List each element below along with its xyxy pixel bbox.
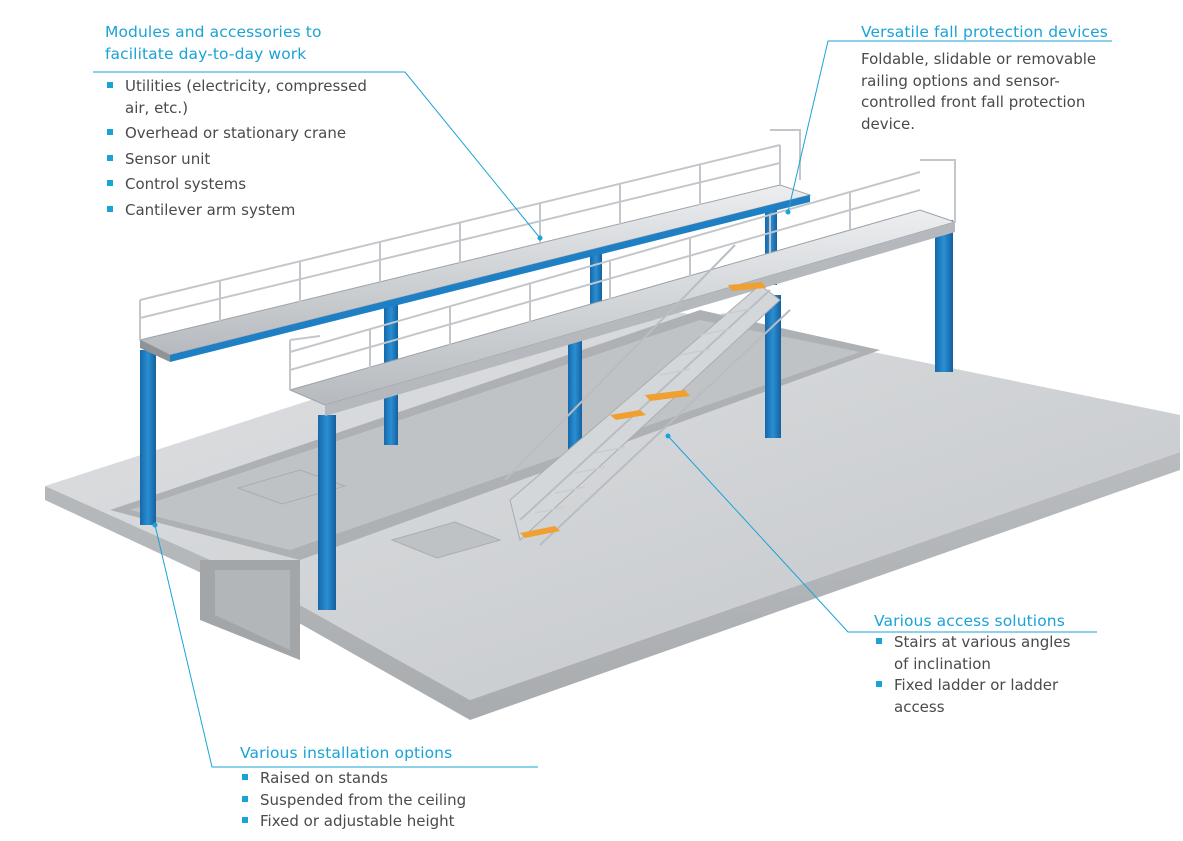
- bullet-icon: [107, 129, 113, 135]
- body-line: railing options and sensor-: [861, 71, 1060, 90]
- callout-modules-title-line: Modules and accessories to: [105, 23, 322, 41]
- list-item: Utilities (electricity, compressed: [105, 74, 395, 100]
- list-item: Fixed ladder or ladder: [874, 675, 1104, 697]
- leader-installation: [154, 524, 538, 768]
- list-item: Raised on stands: [240, 768, 540, 790]
- leader-modules: [93, 71, 541, 239]
- list-item: Control systems: [105, 172, 395, 198]
- leader-fall-protection: [787, 40, 1112, 213]
- callout-fall-protection: Versatile fall protection devices Foldab…: [861, 21, 1121, 135]
- column: [765, 295, 781, 438]
- front-platform: [288, 159, 957, 416]
- orange-steps: [520, 282, 766, 538]
- rear-platform: [138, 129, 812, 362]
- leader-lines: [93, 40, 1112, 768]
- callout-installation-title: Various installation options: [240, 744, 453, 762]
- bullet-icon: [242, 774, 248, 780]
- list-item: Fixed or adjustable height: [240, 811, 540, 833]
- list-item: Overhead or stationary crane: [105, 121, 395, 147]
- bullet-icon: [107, 180, 113, 186]
- column: [318, 415, 336, 610]
- bullet-icon: [876, 681, 882, 687]
- bullet-icon: [876, 638, 882, 644]
- callout-access-list: Stairs at various angles of inclination …: [874, 632, 1104, 718]
- leader-access: [667, 435, 1097, 633]
- body-line: controlled front fall protection: [861, 93, 1086, 111]
- callout-access: Various access solutions Stairs at vario…: [874, 610, 1104, 718]
- list-item-continuation: air, etc.): [125, 98, 189, 117]
- callout-modules-title-line: facilitate day-to-day work: [105, 45, 307, 63]
- body-line: Foldable, slidable or removable: [861, 50, 1097, 68]
- leader-dots: [152, 209, 791, 528]
- bullet-icon: [107, 154, 113, 161]
- column: [935, 220, 953, 372]
- access-stairs: [504, 244, 791, 546]
- bullet-icon: [107, 205, 113, 212]
- callout-modules-title: Modules and accessories to facilitate da…: [105, 21, 395, 65]
- list-item: Cantilever arm system: [105, 198, 395, 224]
- bullet-icon: [242, 795, 248, 802]
- list-item: Suspended from the ceiling: [240, 790, 540, 812]
- column: [568, 340, 582, 460]
- callout-modules: Modules and accessories to facilitate da…: [105, 21, 395, 223]
- column: [140, 350, 156, 525]
- callout-access-title: Various access solutions: [874, 612, 1065, 630]
- bullet-icon: [242, 817, 248, 823]
- list-item: Sensor unit: [105, 147, 395, 173]
- list-item-continuation: of inclination: [894, 654, 991, 673]
- callout-modules-list: Utilities (electricity, compressed air, …: [105, 74, 395, 223]
- callout-installation: Various installation options Raised on s…: [240, 742, 540, 833]
- callout-fall-protection-title: Versatile fall protection devices: [861, 23, 1108, 41]
- callout-installation-list: Raised on stands Suspended from the ceil…: [240, 768, 540, 833]
- body-line: device.: [861, 114, 916, 133]
- bullet-icon: [107, 82, 113, 88]
- list-item-continuation: access: [894, 697, 945, 716]
- callout-fall-protection-body: Foldable, slidable or removable railing …: [861, 49, 1121, 135]
- list-item: Stairs at various angles: [874, 632, 1104, 654]
